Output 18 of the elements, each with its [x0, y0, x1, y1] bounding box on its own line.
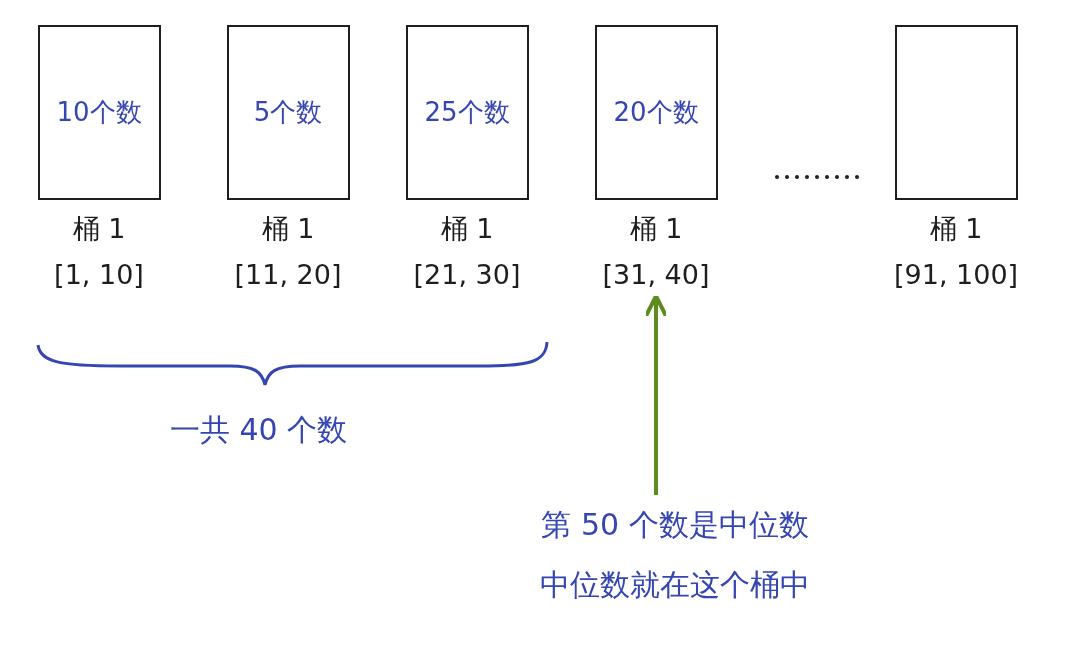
bucket-caption: [21, 30] [413, 258, 521, 292]
note-text: 中位数就在这个桶中 [540, 566, 810, 604]
bucket-caption: [1, 10] [54, 258, 144, 292]
bucket-caption: [11, 20] [234, 258, 342, 292]
bucket-box: 25个数 [405, 25, 529, 200]
bucket-caption: 桶 1 [929, 212, 983, 246]
bucket-caption: 桶 1 [261, 212, 315, 246]
bucket-box: 5个数 [226, 25, 350, 200]
bucket-box: 10个数 [37, 25, 161, 200]
note-text: 第 50 个数是中位数 [541, 506, 809, 544]
bucket-box: 20个数 [594, 25, 718, 200]
bucket-caption: [31, 40] [602, 258, 710, 292]
total-label: 一共 40 个数 [170, 411, 348, 449]
bucket-caption: 桶 1 [72, 212, 126, 246]
arrow [644, 294, 668, 495]
bucket-caption: [91, 100] [894, 258, 1019, 292]
bucket-caption: 桶 1 [440, 212, 494, 246]
bucket-caption: 桶 1 [629, 212, 683, 246]
